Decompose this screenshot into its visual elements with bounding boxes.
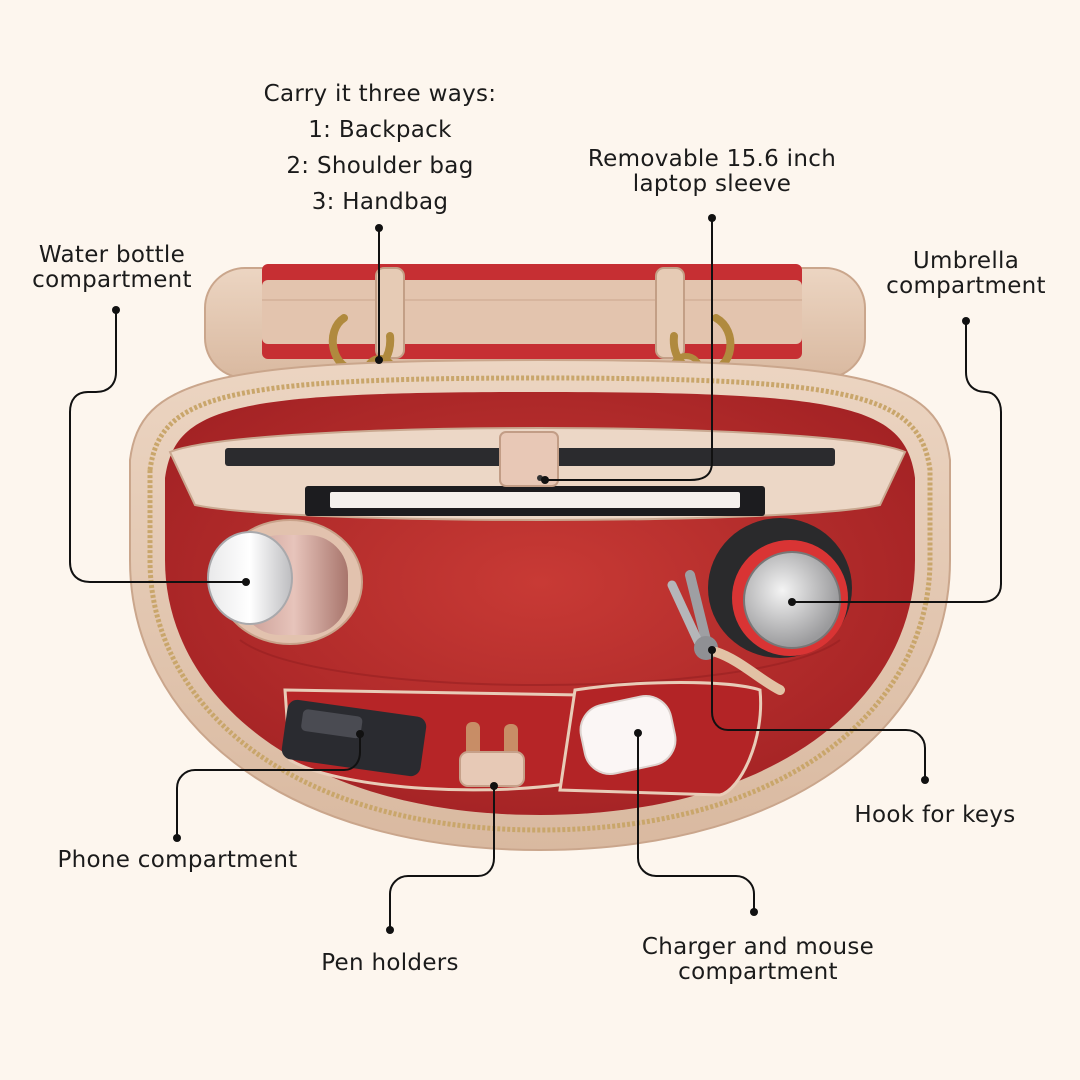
carry-way-3: 3: Handbag xyxy=(311,189,449,215)
callout-line-charger xyxy=(637,733,755,912)
label-laptop-sleeve: Removable 15.6 inch laptop sleeve xyxy=(587,146,837,197)
label-hook-for-keys: Hook for keys xyxy=(854,802,1016,828)
label-pen-holders: Pen holders xyxy=(321,950,459,976)
label-phone-compartment: Phone compartment xyxy=(57,847,298,873)
callout-line-laptop xyxy=(545,218,713,481)
label-water-bottle: Water bottle compartment xyxy=(32,242,192,293)
callout-line-phone xyxy=(176,734,361,838)
dot-laptop-end xyxy=(708,214,716,222)
dot-pen xyxy=(490,782,498,790)
label-umbrella: Umbrella compartment xyxy=(886,248,1046,299)
dot-keys-end xyxy=(921,776,929,784)
dot-phone-end xyxy=(173,834,181,842)
callout-lines xyxy=(69,218,1002,930)
dot-carry xyxy=(375,356,383,364)
dot-charger xyxy=(634,729,642,737)
label-carry-ways: Carry it three ways: 1: Backpack 2: Shou… xyxy=(230,76,530,220)
carry-heading: Carry it three ways: xyxy=(263,81,497,107)
dot-laptop xyxy=(541,476,549,484)
dot-water xyxy=(242,578,250,586)
dot-pen-end xyxy=(386,926,394,934)
dot-umbrella xyxy=(788,598,796,606)
umbrella xyxy=(708,518,852,658)
phone xyxy=(281,699,427,777)
callout-dots xyxy=(112,214,970,934)
dot-carry-end xyxy=(375,224,383,232)
label-charger-mouse: Charger and mouse compartment xyxy=(641,934,875,985)
dot-umbrella-end xyxy=(962,317,970,325)
callout-line-keys xyxy=(711,650,926,780)
laptop-sleeve xyxy=(168,427,907,521)
callout-line-water xyxy=(69,310,246,583)
airpods-case xyxy=(579,695,677,775)
dot-water-end xyxy=(112,306,120,314)
dot-charger-end xyxy=(750,908,758,916)
carry-way-1: 1: Backpack xyxy=(308,117,452,143)
dot-phone xyxy=(356,730,364,738)
dot-keys xyxy=(708,646,716,654)
carry-way-2: 2: Shoulder bag xyxy=(286,153,474,179)
water-bottle xyxy=(207,519,363,645)
callout-line-umbrella xyxy=(792,321,1002,603)
callout-line-pen xyxy=(389,786,495,930)
pens xyxy=(459,722,525,787)
